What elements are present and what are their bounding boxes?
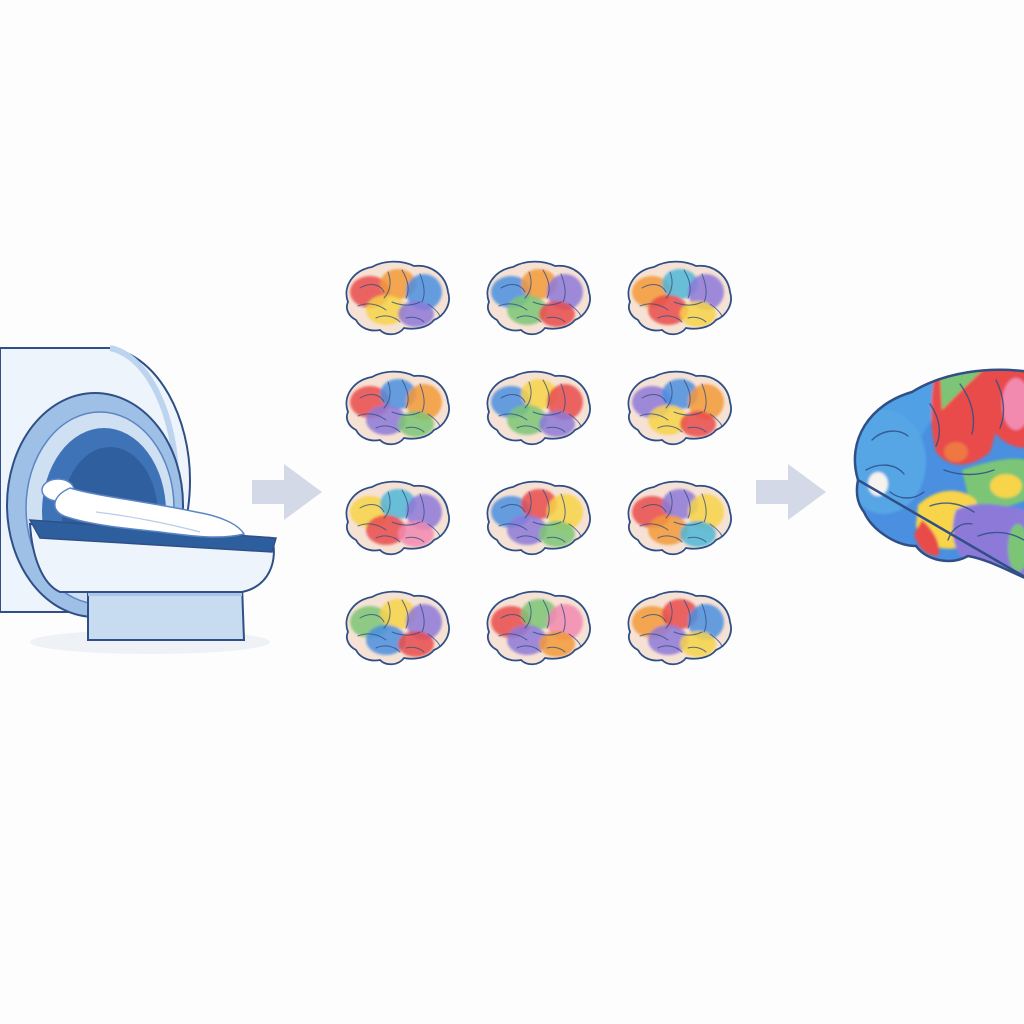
brain-map-icon [627,480,732,556]
brain-map-icon [486,590,591,666]
brain-map-icon [345,590,450,666]
brain-map-icon [627,260,732,336]
brain-map-icon [345,260,450,336]
brain-map-icon [627,370,732,446]
large-brain-outline [853,368,1024,579]
patient-figure [41,478,246,538]
right-arrow-icon [756,464,826,520]
large-brain-atlas-icon [853,368,1024,580]
brain-map-icon [345,370,450,446]
brain-map-icon [486,370,591,446]
brain-map-icon [486,260,591,336]
mri-scanner-icon [0,345,277,654]
brain-map-grid [345,260,732,666]
right-arrow-icon [252,464,322,520]
brain-map-icon [486,480,591,556]
brain-map-icon [627,590,732,666]
brain-map-icon [345,480,450,556]
